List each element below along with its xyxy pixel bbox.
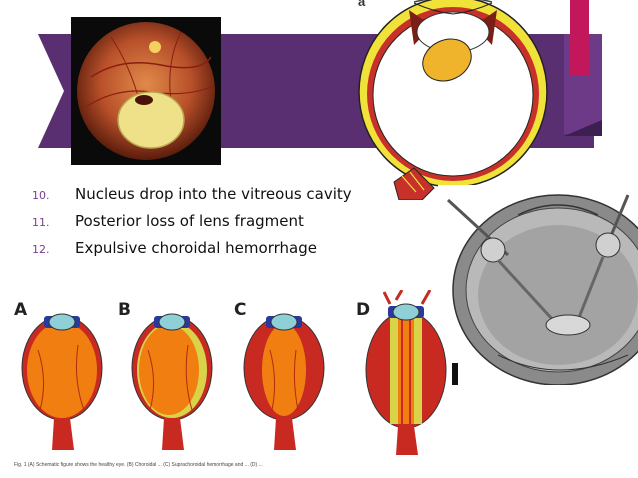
list-item: 11. Posterior loss of lens fragment [32, 212, 362, 239]
eye-panel-a [21, 313, 103, 450]
panel-label-a: A [14, 300, 28, 320]
panel-label-d: D [356, 300, 371, 320]
panel-label-c: C [234, 300, 247, 320]
list-text: Nucleus drop into the vitreous cavity [75, 185, 352, 203]
panel-label-b: B [118, 300, 131, 320]
eye-panel-b [131, 313, 213, 450]
eye-panel-d [365, 290, 447, 455]
list-number: 11. [32, 216, 50, 229]
black-mark [452, 363, 458, 385]
surgical-sketch [438, 185, 638, 385]
list-item: 10. Nucleus drop into the vitreous cavit… [32, 185, 362, 212]
accent-bar [570, 0, 589, 76]
list-text: Posterior loss of lens fragment [75, 212, 304, 230]
list-text: Expulsive choroidal hemorrhage [75, 239, 317, 257]
eye-diagram [358, 0, 548, 200]
banner-corner [564, 120, 602, 136]
figure-caption: Fig. 1 (A) Schematic figure shows the he… [14, 462, 263, 468]
eye-panel-c [243, 313, 325, 450]
list-number: 10. [32, 189, 50, 202]
numbered-list: 10. Nucleus drop into the vitreous cavit… [32, 185, 362, 266]
list-item: 12. Expulsive choroidal hemorrhage [32, 239, 362, 266]
figure-label-a: a [358, 0, 366, 9]
list-number: 12. [32, 243, 50, 256]
fundus-photo [71, 17, 221, 165]
banner-arrow-cutout [38, 34, 64, 148]
